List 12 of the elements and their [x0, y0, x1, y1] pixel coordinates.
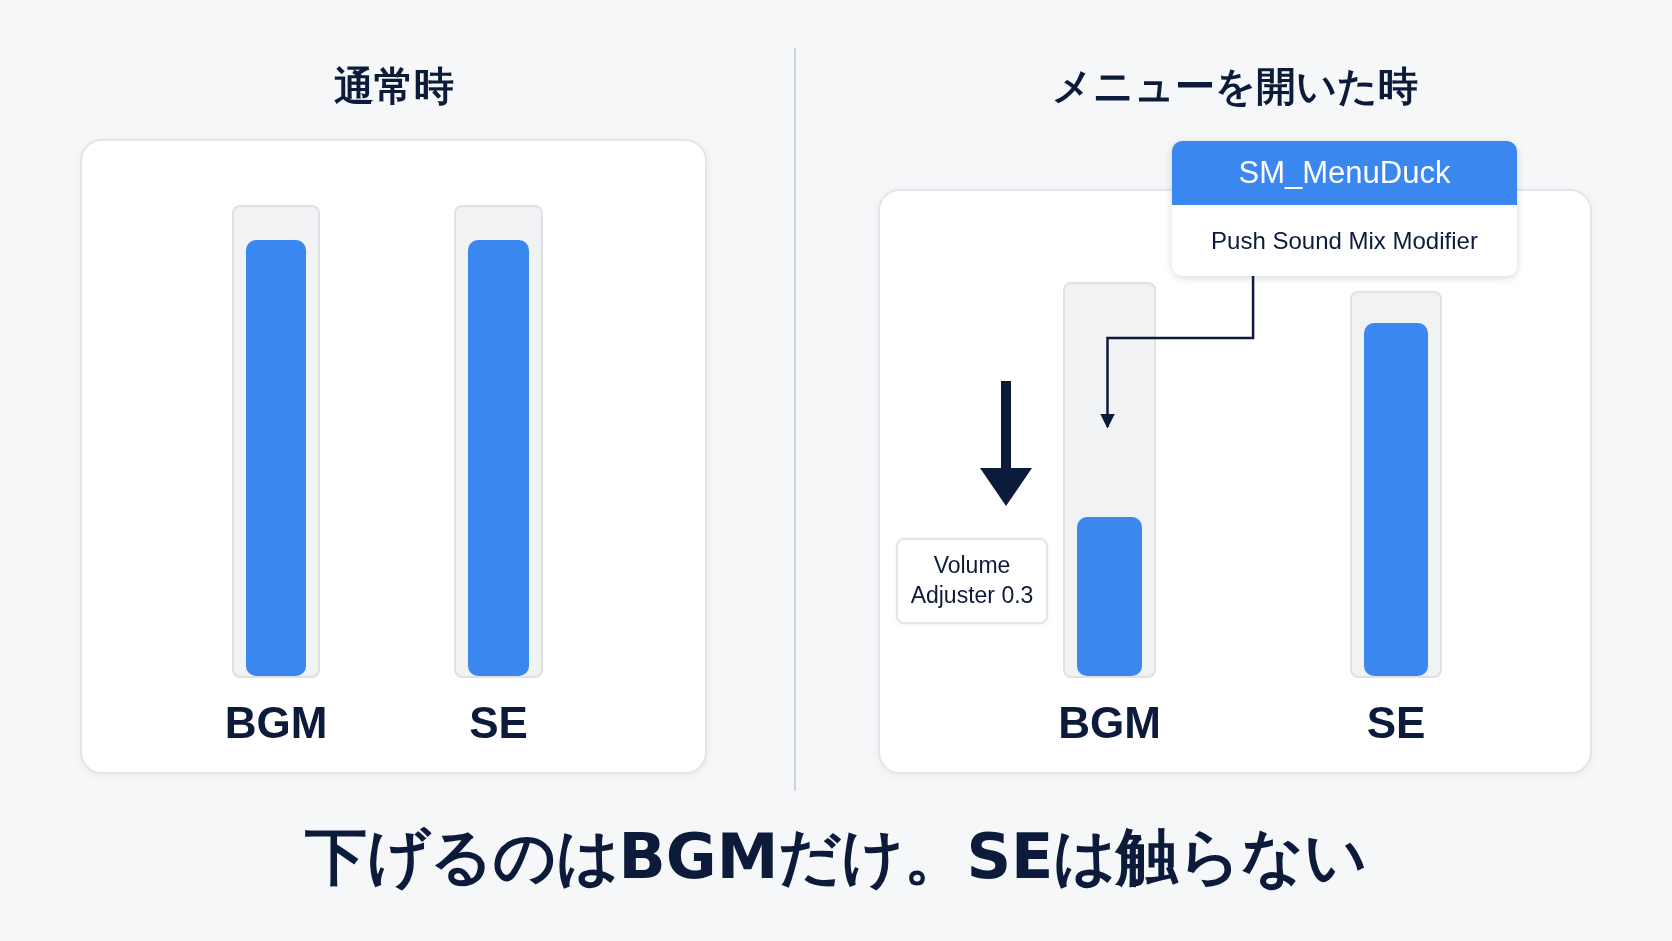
track-label: SE — [1365, 698, 1427, 748]
card-header: SM_MenuDuck — [1172, 141, 1517, 205]
panel-title: 通常時 — [332, 62, 455, 111]
track-label: SE — [468, 698, 529, 748]
parameter-label: Volume Adjuster 0.3 — [896, 538, 1048, 624]
arrow — [1100, 276, 1255, 429]
track-label: BGM — [1057, 698, 1162, 748]
card-body-text: Push Sound Mix Modifier — [1210, 225, 1479, 256]
panel-title: メニューを開いた時 — [1051, 62, 1419, 111]
modifier-card — [1172, 141, 1517, 276]
caption: 下げるのはBGMだけ。SEは触らない — [303, 819, 1369, 895]
track-label: BGM — [223, 698, 329, 748]
